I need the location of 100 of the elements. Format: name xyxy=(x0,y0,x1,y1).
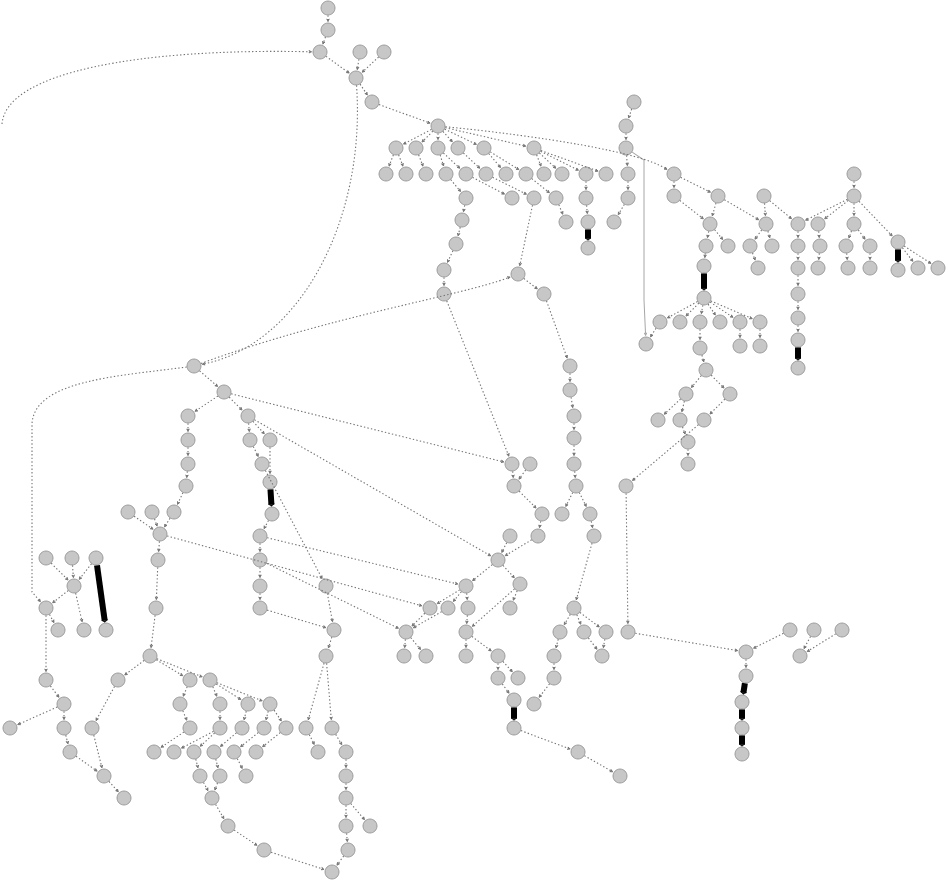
graph-node xyxy=(298,720,314,736)
arrow xyxy=(573,470,577,479)
arrow xyxy=(632,424,699,481)
arrow xyxy=(858,200,893,237)
graph-node xyxy=(834,622,850,638)
graph-node xyxy=(790,310,806,326)
arrow xyxy=(824,200,849,220)
arrow xyxy=(738,709,746,721)
arrow xyxy=(686,448,690,457)
graph-node xyxy=(504,456,520,472)
graph-node xyxy=(238,768,254,784)
arrow xyxy=(1,50,313,125)
arrow xyxy=(411,612,426,627)
arrow xyxy=(701,354,705,363)
graph-node xyxy=(182,720,198,736)
graph-node xyxy=(626,94,642,110)
arrow xyxy=(752,252,756,261)
arrow xyxy=(50,562,69,581)
graph-node xyxy=(460,600,476,616)
arrow xyxy=(345,832,349,843)
graph-node xyxy=(56,696,72,712)
arrow xyxy=(154,518,158,527)
arrow xyxy=(700,273,708,291)
graph-node xyxy=(66,578,82,594)
arrow xyxy=(852,202,856,217)
graph-node xyxy=(202,672,218,688)
graph-node xyxy=(606,214,622,230)
graph-node xyxy=(120,504,136,520)
arrow xyxy=(265,710,269,721)
arrow xyxy=(769,200,792,220)
arrow xyxy=(31,366,188,603)
graph-node xyxy=(812,238,828,254)
arrow xyxy=(518,469,527,480)
graph-node xyxy=(910,260,926,276)
graph-node xyxy=(742,238,758,254)
arrow xyxy=(796,274,800,287)
graph-node xyxy=(534,506,550,522)
arrow xyxy=(442,130,453,143)
arrow xyxy=(510,707,518,721)
arrow xyxy=(758,328,762,339)
arrow xyxy=(817,230,821,239)
arrow xyxy=(536,154,542,167)
graph-node xyxy=(930,260,946,276)
graph-node xyxy=(570,744,586,760)
arrow xyxy=(444,126,668,170)
arrow xyxy=(228,396,243,411)
graph-node xyxy=(262,474,278,490)
graph-node xyxy=(750,260,766,276)
graph-node xyxy=(580,214,596,230)
graph-node xyxy=(580,240,596,256)
arrow xyxy=(326,662,333,721)
graph-node xyxy=(638,336,654,352)
graph-node xyxy=(790,260,806,276)
arrow xyxy=(49,685,60,698)
graph-node xyxy=(782,622,798,638)
graph-node xyxy=(226,744,242,760)
arrow xyxy=(258,566,262,579)
arrow xyxy=(558,204,564,215)
graph-node xyxy=(398,624,414,640)
arrow xyxy=(625,154,629,167)
arrow xyxy=(817,252,821,261)
graph-node xyxy=(172,696,188,712)
graph-node xyxy=(598,166,614,182)
graph-node xyxy=(502,528,518,544)
graph-node xyxy=(436,262,452,278)
arrow xyxy=(555,638,559,649)
arrow xyxy=(270,851,325,871)
graph-node xyxy=(518,166,534,182)
arrow xyxy=(709,398,726,415)
arrow xyxy=(216,682,263,702)
graph-node xyxy=(566,600,582,616)
graph-node xyxy=(732,338,748,354)
graph-node xyxy=(506,692,522,708)
graph-node xyxy=(696,258,712,274)
graph-node xyxy=(458,624,474,640)
arrow xyxy=(182,686,188,697)
arrow xyxy=(403,128,432,145)
arrow xyxy=(156,658,203,678)
graph-node xyxy=(320,0,336,16)
arrow xyxy=(845,252,849,261)
arrow xyxy=(361,56,380,73)
arrow xyxy=(538,520,542,529)
graph-node xyxy=(738,644,754,660)
arrow xyxy=(186,446,190,457)
graph-node xyxy=(752,314,768,330)
graph-node xyxy=(338,790,354,806)
arrow xyxy=(565,492,574,507)
graph-node xyxy=(438,166,454,182)
graph-node xyxy=(478,166,494,182)
arrow xyxy=(442,276,446,287)
graph-node xyxy=(458,190,474,206)
arrow xyxy=(264,470,323,579)
arrow xyxy=(253,419,492,557)
graph-node xyxy=(862,260,878,276)
arrow xyxy=(185,470,189,479)
arrow xyxy=(75,592,84,623)
graph-node xyxy=(88,550,104,566)
graph-node xyxy=(182,672,198,688)
arrow xyxy=(465,614,469,625)
arrow xyxy=(322,36,327,45)
